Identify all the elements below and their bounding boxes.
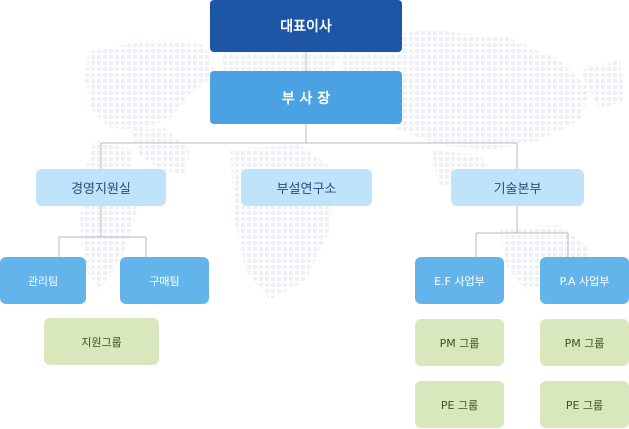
- ceo-box: 대표이사: [210, 0, 402, 52]
- group-label: 지원그룹: [81, 335, 122, 349]
- department-box-management-support: 경영지원실: [36, 169, 166, 206]
- department-label: 기술본부: [493, 182, 542, 197]
- vice-president-label: 부 사 장: [281, 90, 331, 107]
- division-box-ef: E.F 사업부: [415, 257, 504, 304]
- group-box-pa-pm: PM 그룹: [540, 319, 629, 366]
- department-label: 부설연구소: [276, 182, 337, 197]
- group-label: PM 그룹: [439, 336, 480, 350]
- team-label: 구매팀: [149, 274, 180, 288]
- group-box-pa-pe: PE 그룹: [540, 381, 629, 428]
- group-label: PE 그룹: [440, 398, 479, 412]
- vice-president-box: 부 사 장: [210, 71, 402, 124]
- division-label: E.F 사업부: [434, 274, 485, 288]
- group-box-ef-pm: PM 그룹: [415, 319, 504, 366]
- department-box-research-lab: 부설연구소: [241, 169, 372, 206]
- division-box-pa: P.A 사업부: [540, 257, 629, 304]
- ceo-label: 대표이사: [280, 19, 332, 35]
- team-label: 관리팀: [27, 274, 59, 288]
- group-label: PE 그룹: [565, 398, 604, 412]
- department-label: 경영지원실: [71, 182, 131, 197]
- group-box-support: 지원그룹: [44, 318, 159, 365]
- team-box-purchasing: 구매팀: [120, 257, 209, 304]
- team-box-admin: 관리팀: [0, 257, 86, 304]
- division-label: P.A 사업부: [559, 274, 610, 288]
- group-label: PM 그룹: [564, 336, 605, 350]
- group-box-ef-pe: PE 그룹: [415, 381, 504, 428]
- department-box-technology: 기술본부: [451, 169, 584, 206]
